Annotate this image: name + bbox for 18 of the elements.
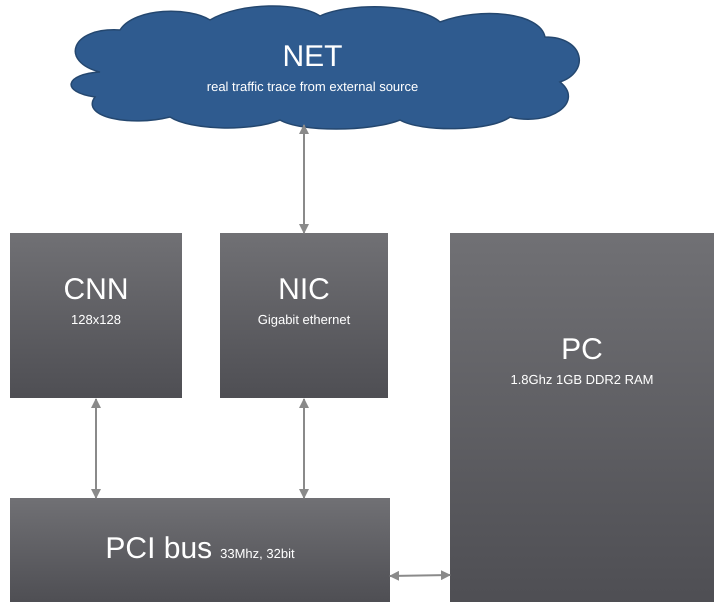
title-text: NIC [277, 273, 331, 307]
double-arrow [299, 124, 309, 234]
spec-text: 1.8Ghz 1GB DDR2 RAM [509, 371, 655, 388]
double-arrow [299, 398, 309, 499]
title-text: PCI bus [105, 532, 212, 565]
title-text: PC [560, 333, 604, 367]
double-arrow [389, 570, 451, 581]
component-box [450, 233, 714, 602]
component-box [220, 233, 388, 398]
title-text: NET [282, 40, 344, 74]
spec-text: 33Mhz, 32bit [220, 546, 295, 561]
spec-text: 128x128 [70, 311, 122, 328]
bus-box [10, 498, 390, 602]
spec-text: Gigabit ethernet [256, 311, 352, 328]
double-arrow [91, 398, 101, 499]
component-box [10, 233, 182, 398]
title-text: CNN [62, 273, 130, 307]
description-text: real traffic trace from external source [206, 78, 420, 95]
